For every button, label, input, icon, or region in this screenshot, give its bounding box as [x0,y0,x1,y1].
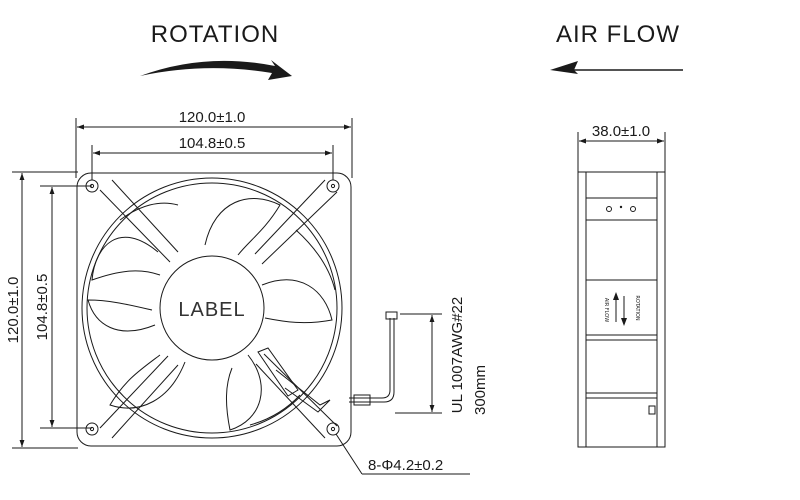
mounting-holes [85,179,340,436]
fan-frame-outline [76,172,352,447]
rotation-title: ROTATION [151,21,279,48]
hole-spacing-height-label: 104.8±0.5 [34,274,51,341]
wire-spec-label: UL 1007AWG#22 [449,297,466,413]
hole-spacing-height-dimension: 104.8±0.5 [34,185,92,429]
side-connector [648,405,656,415]
wire-length-dimension: UL 1007AWG#22 300mm [395,297,489,415]
side-sticker: ROTATION AIR FLOW [603,292,640,326]
sticker-airflow-label: AIR FLOW [603,298,609,322]
outer-height-dimension: 120.0±1.0 [5,171,78,449]
air-flow-title: AIR FLOW [556,21,680,48]
side-hole-icon [606,206,612,212]
front-view: 120.0±1.0 104.8±0.5 120.0±1.0 104.8±0.5 [5,109,489,475]
lead-wires [349,311,398,406]
mounting-hole-icon [85,179,99,193]
air-flow-arrow-icon [550,61,683,74]
outer-height-label: 120.0±1.0 [5,277,22,344]
fan-hub [159,255,265,361]
cable-channel [257,347,331,413]
sticker-rotation-label: ROTATION [634,295,640,321]
mounting-hole-icon [326,422,340,436]
hole-spacing-width-label: 104.8±0.5 [179,135,246,152]
mounting-hole-callout: 8-Φ4.2±0.2 [335,433,470,475]
side-view: 38.0±1.0 ROTATION AIR FLOW [577,123,666,448]
rotation-arrow-icon [140,60,292,80]
venturi-ring [81,177,343,439]
side-hole-icon [630,206,636,212]
hub-label: LABEL [178,299,245,321]
mounting-hole-icon [85,422,99,436]
mounting-hole-label: 8-Φ4.2±0.2 [368,457,443,474]
depth-dimension: 38.0±1.0 [577,123,666,172]
hole-spacing-width-dimension: 104.8±0.5 [91,135,334,180]
mounting-hole-icon [326,179,340,193]
fan-blades [87,198,336,431]
frame-spokes [99,179,338,439]
depth-label: 38.0±1.0 [592,123,650,140]
wire-length-label: 300mm [472,365,489,415]
side-outline [577,171,666,448]
outer-width-dimension: 120.0±1.0 [75,109,353,178]
outer-width-label: 120.0±1.0 [179,109,246,126]
